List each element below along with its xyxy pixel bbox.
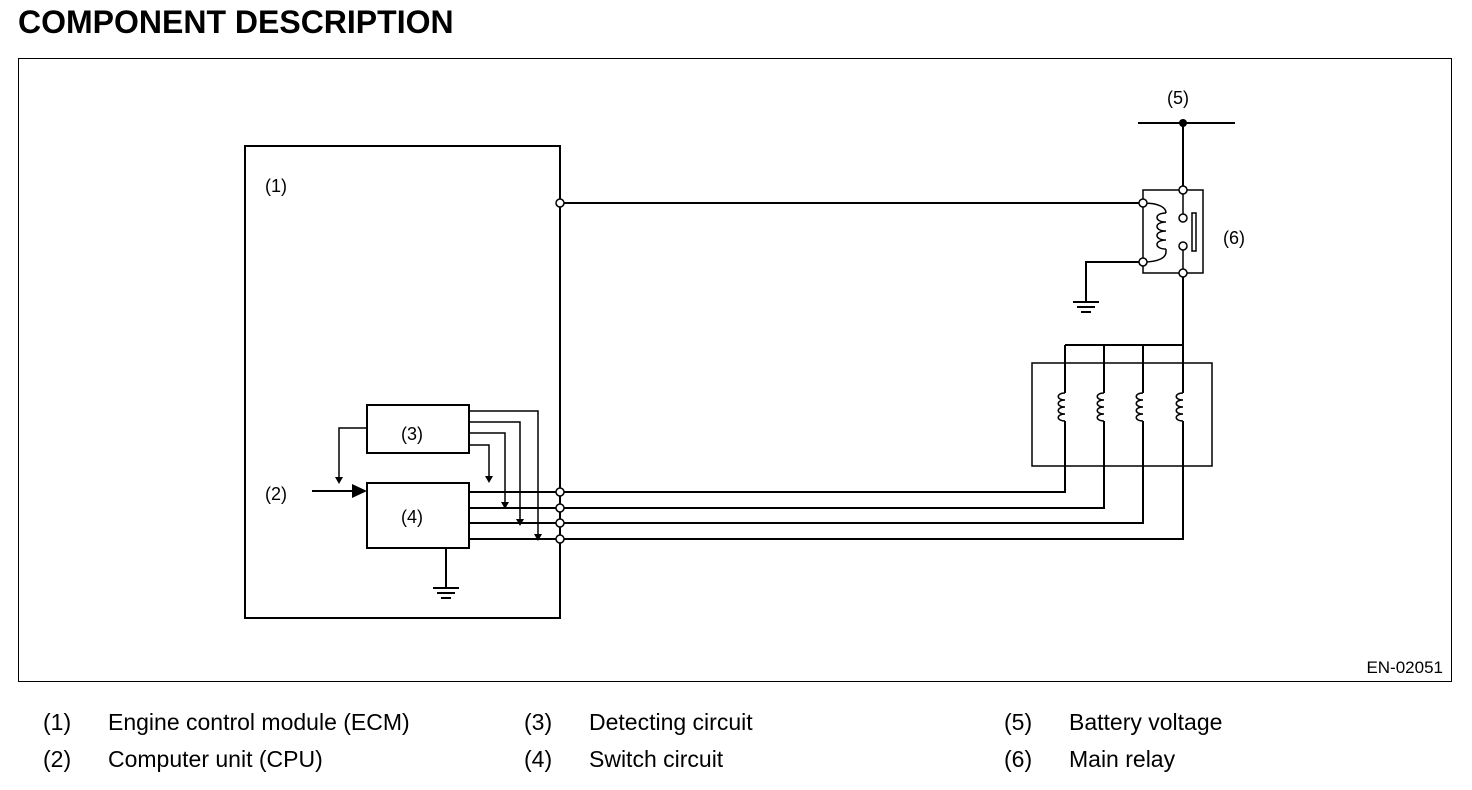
callout-battery-voltage: (5) (1167, 88, 1189, 108)
arrowheads (335, 119, 1187, 541)
main-relay-box (1142, 189, 1204, 274)
battery-node-dot (1179, 119, 1187, 127)
terminals (555, 185, 1188, 544)
feedback-arrow-icon (335, 477, 343, 484)
ecm-terminal-1 (555, 487, 565, 497)
cpu-input-arrow-icon (352, 484, 367, 498)
diagram-frame (18, 58, 1452, 682)
ecm-terminal-4 (555, 534, 565, 544)
injector-coil-4-icon (1175, 345, 1184, 466)
relay-switch-icon (1182, 190, 1197, 273)
ecm-box (244, 145, 561, 619)
relay-terminal-coil-out (1138, 257, 1148, 267)
ecm-ground-symbol (433, 548, 459, 599)
injector-coil-3-icon (1135, 345, 1144, 466)
battery-voltage-bus (1138, 122, 1235, 190)
callout-detecting-circuit: (3) (401, 424, 423, 444)
injector-block (1031, 362, 1213, 467)
sense-lines (469, 410, 539, 534)
ecm-terminal-2 (555, 503, 565, 513)
callout-main-relay: (6) (1223, 228, 1245, 248)
relay-terminal-battery (1178, 185, 1188, 195)
feedback-line (338, 427, 367, 478)
injector-coil-1-icon (1057, 345, 1066, 466)
injector-coil-2-icon (1096, 345, 1105, 466)
page-title: COMPONENT DESCRIPTION (18, 4, 454, 40)
relay-coil-icon (1142, 202, 1167, 263)
relay-contact-lower (1178, 241, 1188, 251)
relay-terminal-coil-in (1138, 198, 1148, 208)
callout-ecm: (1) (265, 176, 287, 196)
relay-contact-upper (1178, 213, 1188, 223)
figure-code: EN-02051 (1366, 658, 1443, 677)
switch-circuit-box (366, 482, 470, 549)
callout-cpu: (2) (265, 484, 287, 504)
relay-terminal-output (1178, 268, 1188, 278)
injector-coils (1057, 345, 1184, 466)
callout-switch-circuit: (4) (401, 507, 423, 527)
detecting-circuit-box (366, 404, 470, 454)
relay-ground-symbol (1073, 261, 1143, 313)
ecm-terminal-3 (555, 518, 565, 528)
ecm-terminal-relay (555, 198, 565, 208)
output-lines (469, 466, 1184, 540)
